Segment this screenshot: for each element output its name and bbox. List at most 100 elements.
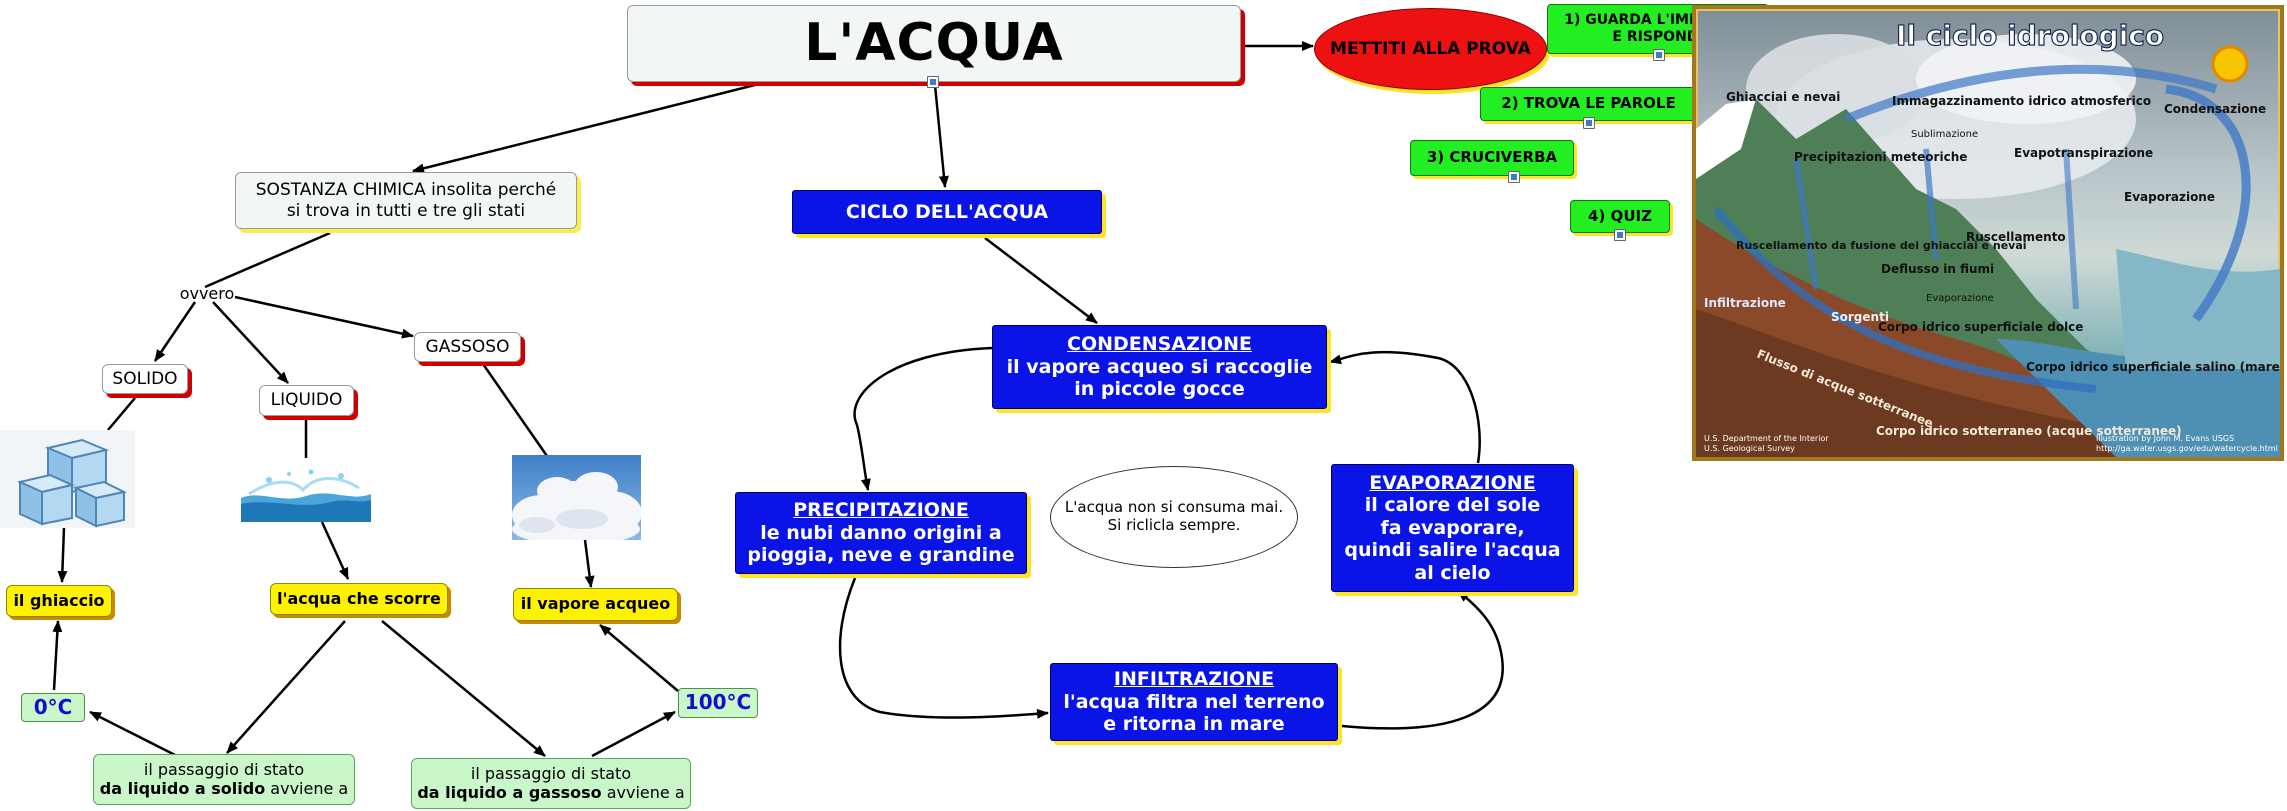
ghiaccio-label: il ghiaccio [13,590,105,610]
edge-water-scorre [320,521,350,580]
edge-title-sostanza [412,81,764,174]
edge-ovvero-gassoso [234,295,414,339]
solido-label: SOLIDO [112,368,178,389]
edge-scorre-psolido [226,620,346,754]
passaggio-gassoso-line1: il passaggio di stato [470,763,632,783]
precipitazione-line2: pioggia, neve e grandine [747,544,1015,567]
poster-label-corpo-sotterraneo: Corpo idrico sotterraneo (acque sotterra… [1876,424,2182,438]
precipitazione-title: PRECIPITAZIONE [793,499,969,522]
task-cruciverba-button[interactable]: 3) CRUCIVERBA [1410,140,1574,176]
condensazione-line1: il vapore acqueo si raccoglie [1006,355,1313,378]
task-quiz-label: 4) QUIZ [1588,206,1652,225]
cento-celsius-node[interactable]: 100°C [678,688,758,718]
poster-label-sublimazione: Sublimazione [1911,129,1978,140]
ciclo-node[interactable]: CICLO DELL'ACQUA [792,190,1102,234]
infiltrazione-node[interactable]: INFILTRAZIONE l'acqua filtra nel terreno… [1050,663,1338,741]
edge-condensazione-precipitazione [853,346,993,491]
edge-ciclo-condensazione [984,237,1098,324]
note-line1: L'acqua non si consuma mai. [1064,498,1284,517]
prova-label: METTITI ALLA PROVA [1330,38,1531,59]
task-guarda-line2: E RISPONDI [1612,29,1704,45]
poster-credit-left2: U.S. Geological Survey [1704,444,1795,453]
poster-title: Il ciclo idrologico [1896,19,2164,52]
passaggio-solido-node[interactable]: il passaggio di stato da liquido a solid… [93,754,355,805]
task-quiz-button[interactable]: 4) QUIZ [1570,200,1670,233]
edge-solido-img [107,397,136,431]
edge-ovvero-liquido [212,301,289,384]
evaporazione-line1: il calore del sole [1364,494,1541,517]
edge-ovvero-solido [153,301,197,362]
poster-art: Il ciclo idrologico Ghiacciai e nevai Im… [1696,18,2280,457]
zero-celsius-node[interactable]: 0°C [21,693,85,722]
poster-label-infiltrazione: Infiltrazione [1704,296,1786,310]
sostanza-node[interactable]: SOSTANZA CHIMICA insolita perché si trov… [235,172,577,229]
attachment-icon[interactable] [1653,49,1665,61]
poster-label-ghiacciai: Ghiacciai e nevai [1726,90,1840,104]
edge-gassoso-img [481,363,549,457]
clouds-image [512,455,641,540]
ghiaccio-node[interactable]: il ghiaccio [6,585,112,617]
task-parole-label: 2) TROVA LE PAROLE [1501,94,1676,113]
precipitazione-node[interactable]: PRECIPITAZIONE le nubi danno origini a p… [735,492,1027,574]
poster-credit-right2: http://ga.water.usgs.gov/edu/watercycle.… [2096,444,2278,453]
edge-sostanza-ovvero [204,231,331,289]
infiltrazione-title: INFILTRAZIONE [1113,668,1275,691]
poster-label-evaporazione-small: Evaporazione [1926,293,1994,304]
infiltrazione-line2: e ritorna in mare [1103,713,1285,736]
task-parole-button[interactable]: 2) TROVA LE PAROLE [1480,87,1697,121]
poster-label-corpo-dolce: Corpo idrico superficiale dolce [1878,320,2083,334]
evaporazione-line2: fa evaporare, [1380,516,1525,539]
edge-scorre-pgassoso [381,620,546,757]
passaggio-solido-bold: da liquido a solido [99,778,266,798]
solido-node[interactable]: SOLIDO [102,364,188,394]
infiltrazione-line1: l'acqua filtra nel terreno [1063,690,1325,713]
passaggio-gassoso-node[interactable]: il passaggio di stato da liquido a gasso… [411,758,691,809]
poster-label-deflusso: Deflusso in fiumi [1881,262,1994,276]
note-oval[interactable]: L'acqua non si consuma mai. Si riclicla … [1050,466,1298,568]
ice-cubes-image [0,430,135,528]
evaporazione-title: EVAPORAZIONE [1369,471,1536,494]
attachment-icon[interactable] [927,76,939,88]
vapore-node[interactable]: il vapore acqueo [513,588,678,621]
poster-label-precipitazioni: Precipitazioni meteoriche [1794,150,1967,164]
poster-label-condensazione: Condensazione [2164,102,2266,116]
title-text: L'ACQUA [804,12,1064,73]
liquido-node[interactable]: LIQUIDO [259,385,354,416]
attachment-icon[interactable] [1583,117,1595,129]
poster-credit-left1: U.S. Department of the Interior [1704,434,1829,443]
vapore-label: il vapore acqueo [520,594,671,614]
precipitazione-line1: le nubi danno origini a [760,521,1002,544]
edge-ice-ghiaccio [57,526,68,583]
attachment-icon[interactable] [1614,229,1626,241]
liquido-label: LIQUIDO [270,390,343,411]
gassoso-node[interactable]: GASSOSO [414,332,521,362]
note-line2: Si riclicla sempre. [1107,516,1241,534]
scorre-node[interactable]: l'acqua che scorre [270,583,448,615]
passaggio-gassoso-rest: avviene a [601,782,685,802]
title-node[interactable]: L'ACQUA [627,5,1241,82]
cento-celsius-label: 100°C [684,690,752,715]
poster-label-immagazzinamento: Immagazzinamento idrico atmosferico [1892,94,2151,108]
task-cruciverba-label: 3) CRUCIVERBA [1426,148,1558,167]
condensazione-title: CONDENSAZIONE [1067,333,1252,356]
evaporazione-node[interactable]: EVAPORAZIONE il calore del sole fa evapo… [1331,464,1574,592]
edge-pgassoso-cento [591,710,676,758]
sostanza-line2: si trova in tutti e tre gli stati [286,200,526,221]
passaggio-solido-rest: avviene a [265,778,349,798]
passaggio-solido-line1: il passaggio di stato [143,759,305,779]
sostanza-line1: SOSTANZA CHIMICA insolita perché [255,180,557,201]
ovvero-label: ovvero [179,283,235,303]
condensazione-node[interactable]: CONDENSAZIONE il vapore acqueo si raccog… [992,325,1327,409]
poster-credit-right1: Illustration by John M. Evans USGS [2096,434,2234,443]
attachment-icon[interactable] [1508,171,1520,183]
ciclo-label: CICLO DELL'ACQUA [845,200,1049,223]
passaggio-gassoso-bold: da liquido a gassoso [417,782,602,802]
evaporazione-line4: al cielo [1414,561,1491,584]
condensazione-line2: in piccole gocce [1074,378,1245,401]
poster-label-sorgenti: Sorgenti [1831,310,1889,324]
scorre-label: l'acqua che scorre [277,588,441,608]
prova-oval[interactable]: METTITI ALLA PROVA [1314,8,1547,90]
hydrologic-cycle-poster: Il ciclo idrologico Ghiacciai e nevai Im… [1692,5,2284,461]
edge-cloud-vapore [583,539,595,588]
